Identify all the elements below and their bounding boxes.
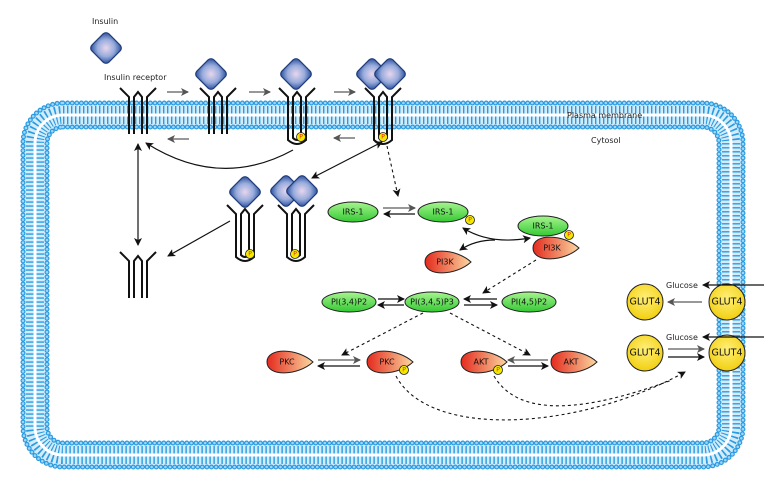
svg-text:IRS-1: IRS-1 xyxy=(343,208,364,217)
glucose-label: Glucose xyxy=(666,281,698,290)
svg-text:PI(3,4,5)P3: PI(3,4,5)P3 xyxy=(410,298,454,307)
pi345p3: PI(3,4,5)P3 xyxy=(404,291,460,313)
pkc-inactive: PKC xyxy=(266,350,314,374)
irs1-phosphorylated: IRS-1 xyxy=(417,201,469,223)
svg-text:AKT: AKT xyxy=(564,358,579,367)
equilibrium-arrows xyxy=(383,204,416,218)
pi3k-free: PI3K xyxy=(424,250,472,274)
equilibrium-arrows xyxy=(377,295,498,309)
plasma-membrane xyxy=(20,100,746,470)
phosphate-icon: P xyxy=(465,215,475,225)
insulin-molecule xyxy=(372,56,408,92)
equilibrium-arrows xyxy=(317,356,549,370)
svg-text:PI3K: PI3K xyxy=(543,244,561,253)
phosphate-icon: P xyxy=(564,230,574,240)
akt-activation-arrow xyxy=(449,312,531,356)
phosphate-icon: P xyxy=(245,249,255,259)
glucose-arrows xyxy=(667,281,764,361)
insulin-molecule xyxy=(278,56,314,92)
svg-text:GLUT4: GLUT4 xyxy=(712,297,743,308)
svg-text:P: P xyxy=(299,134,303,141)
pi3k-binding-arrow xyxy=(459,227,531,251)
glut4-membrane-top: GLUT4 xyxy=(708,283,746,321)
glut4-vesicle: GLUT4 xyxy=(626,334,664,372)
pi3k-activation-arrow xyxy=(482,259,537,294)
glucose-label: Glucose xyxy=(666,333,698,342)
membrane-arrows xyxy=(134,88,401,257)
insulin-molecule xyxy=(193,56,229,92)
svg-text:GLUT4: GLUT4 xyxy=(630,297,661,308)
pi34p2: PI(3,4)P2 xyxy=(321,291,377,313)
glut4-translocation-arrows xyxy=(395,371,686,421)
svg-text:GLUT4: GLUT4 xyxy=(712,348,743,359)
svg-text:PKC: PKC xyxy=(279,358,295,367)
akt-inactive: AKT xyxy=(550,350,598,374)
svg-text:PI(4,5)P2: PI(4,5)P2 xyxy=(511,298,547,307)
insulin-molecule xyxy=(227,174,263,210)
glut4-membrane-bottom: GLUT4 xyxy=(708,334,746,372)
irs1-unphosphorylated: IRS-1 xyxy=(327,201,379,223)
svg-text:P: P xyxy=(567,232,571,239)
svg-text:AKT: AKT xyxy=(474,358,489,367)
insulin-label: Insulin xyxy=(92,17,118,26)
insulin-molecule xyxy=(88,30,124,66)
svg-text:P: P xyxy=(381,134,385,141)
pkc-activation-arrow xyxy=(341,312,424,356)
phosphate-icon: P xyxy=(378,132,388,142)
svg-text:PI3K: PI3K xyxy=(436,258,454,267)
pkc-active: PKC xyxy=(366,350,414,374)
phosphate-icon: P xyxy=(290,249,300,259)
svg-text:IRS-1: IRS-1 xyxy=(533,222,554,231)
internalized-receptor-bound xyxy=(226,204,264,262)
svg-text:P: P xyxy=(293,251,297,258)
glut4-vesicle-internalized: GLUT4 xyxy=(626,283,664,321)
pi45p2: PI(4,5)P2 xyxy=(501,291,557,313)
cytosol-label: Cytosol xyxy=(591,136,621,145)
phosphate-icon: P xyxy=(296,132,306,142)
svg-text:P: P xyxy=(248,251,252,258)
phosphate-icon: P xyxy=(399,365,409,375)
svg-text:PKC: PKC xyxy=(379,358,395,367)
insulin-receptor-label: Insulin receptor xyxy=(104,73,167,82)
phosphate-icon: P xyxy=(493,365,503,375)
svg-text:GLUT4: GLUT4 xyxy=(630,348,661,359)
plasma-membrane-label: Plasma membrane xyxy=(567,111,642,120)
internalized-receptor xyxy=(119,251,157,299)
svg-text:P: P xyxy=(496,367,500,374)
svg-text:P: P xyxy=(402,367,406,374)
svg-text:P: P xyxy=(468,217,472,224)
akt-active: AKT xyxy=(460,350,508,374)
svg-text:IRS-1: IRS-1 xyxy=(433,208,454,217)
svg-text:PI(3,4)P2: PI(3,4)P2 xyxy=(331,298,367,307)
